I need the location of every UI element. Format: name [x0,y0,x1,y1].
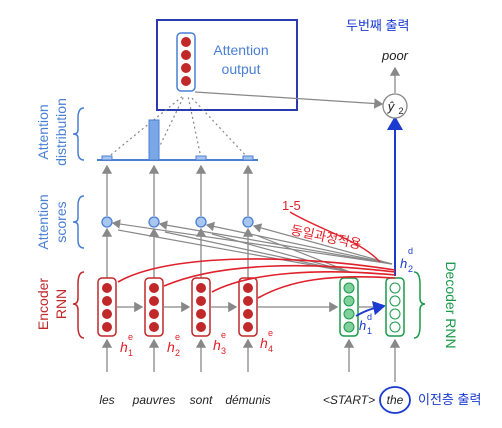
distribution-bar-4 [242,155,254,161]
attention-distribution [97,119,258,161]
input-word-3: sont [190,393,213,407]
encoder-cell-3 [191,277,211,337]
encoder-cell-4 [238,277,258,337]
annotation-h4: h [260,335,268,351]
annotation-h3-sub: 3 [221,346,226,356]
encoder-rnn-label-2: RNN [53,289,69,319]
input-arrows [101,338,401,382]
annotation-korean-middle: 동일과정적용 [289,222,362,252]
score-to-distribution-arrows [101,164,254,216]
attention-scores-label-2: scores [53,201,69,242]
annotation-range: 1-5 [282,198,301,213]
output-to-yhat-arrow [194,91,384,109]
attention-scores-brace [72,195,85,249]
yhat-symbol: ŷ [387,99,396,114]
annotation-hd2: h [400,256,407,271]
encoder-cell-2 [144,277,164,337]
distribution-bar-3 [195,155,207,161]
yhat-node: ŷ 2 [382,93,408,119]
encoder-rnn-brace [72,271,85,339]
score-dot-1 [101,216,113,228]
attention-output-label-2: output [222,61,261,77]
input-word-the: the [387,393,404,407]
attention-distribution-label-1: Attention [35,104,51,159]
encoder-cell-1 [97,277,117,337]
annotation-h3-sup: e [221,330,226,340]
annotation-h1-sub: 1 [128,348,133,358]
annotation-h2-sub: 2 [175,348,180,358]
input-word-2: pauvres [132,393,176,407]
decoder-rnn-brace [413,271,426,339]
decoder-cell-1 [339,277,359,337]
annotation-h4-sub: 4 [268,344,273,354]
attention-scores-label-1: Attention [35,194,51,249]
decoder-label-group: Decoder RNN [413,261,459,349]
annotation-korean-top: 두번째 출력 [346,18,409,33]
distribution-to-output-lines [106,95,249,159]
encoder-rnn-label-1: Encoder [35,278,51,330]
annotation-h1-sup: e [128,332,133,342]
yhat-subscript: 2 [398,106,403,116]
annotation-h3: h [213,337,221,353]
score-dot-2 [148,216,160,228]
distribution-bar-2 [148,119,160,161]
score-dot-4 [242,216,254,228]
attention-distribution-label-2: distribution [53,98,69,166]
attention-distribution-brace [72,107,85,161]
annotation-hd1-sub: 1 [367,326,372,336]
annotation-korean-bottom: 이전층 출력 [418,392,481,407]
input-word-4: démunis [225,393,270,407]
attention-output-box: Attention output [156,19,298,111]
attention-scores [101,216,254,228]
annotation-h2: h [167,339,175,355]
annotation-h2-sup: e [175,332,180,342]
input-word-1: les [99,393,114,407]
decoder-cell-2 [385,277,405,337]
annotation-h4-sup: e [268,328,273,338]
input-words: les pauvres sont démunis <START> the [99,386,411,414]
the-circle-annotation [379,386,411,414]
side-labels: Attention distribution Attention scores … [35,98,85,339]
blue-annotations: 두번째 출력 이전층 출력 h d 1 h d 2 [346,18,481,407]
annotation-hd1-sup: d [367,312,372,322]
decoder-rnn-label: Decoder RNN [443,261,459,348]
score-dot-3 [195,216,207,228]
annotation-hd2-sup: d [408,246,413,256]
output-word: poor [381,48,409,63]
annotation-hd2-sub: 2 [408,264,413,274]
annotation-hd1: h [359,318,366,333]
input-word-start: <START> [323,393,375,407]
attention-output-label-1: Attention [213,42,268,58]
annotation-h1: h [120,339,128,355]
distribution-bar-1 [101,155,113,161]
